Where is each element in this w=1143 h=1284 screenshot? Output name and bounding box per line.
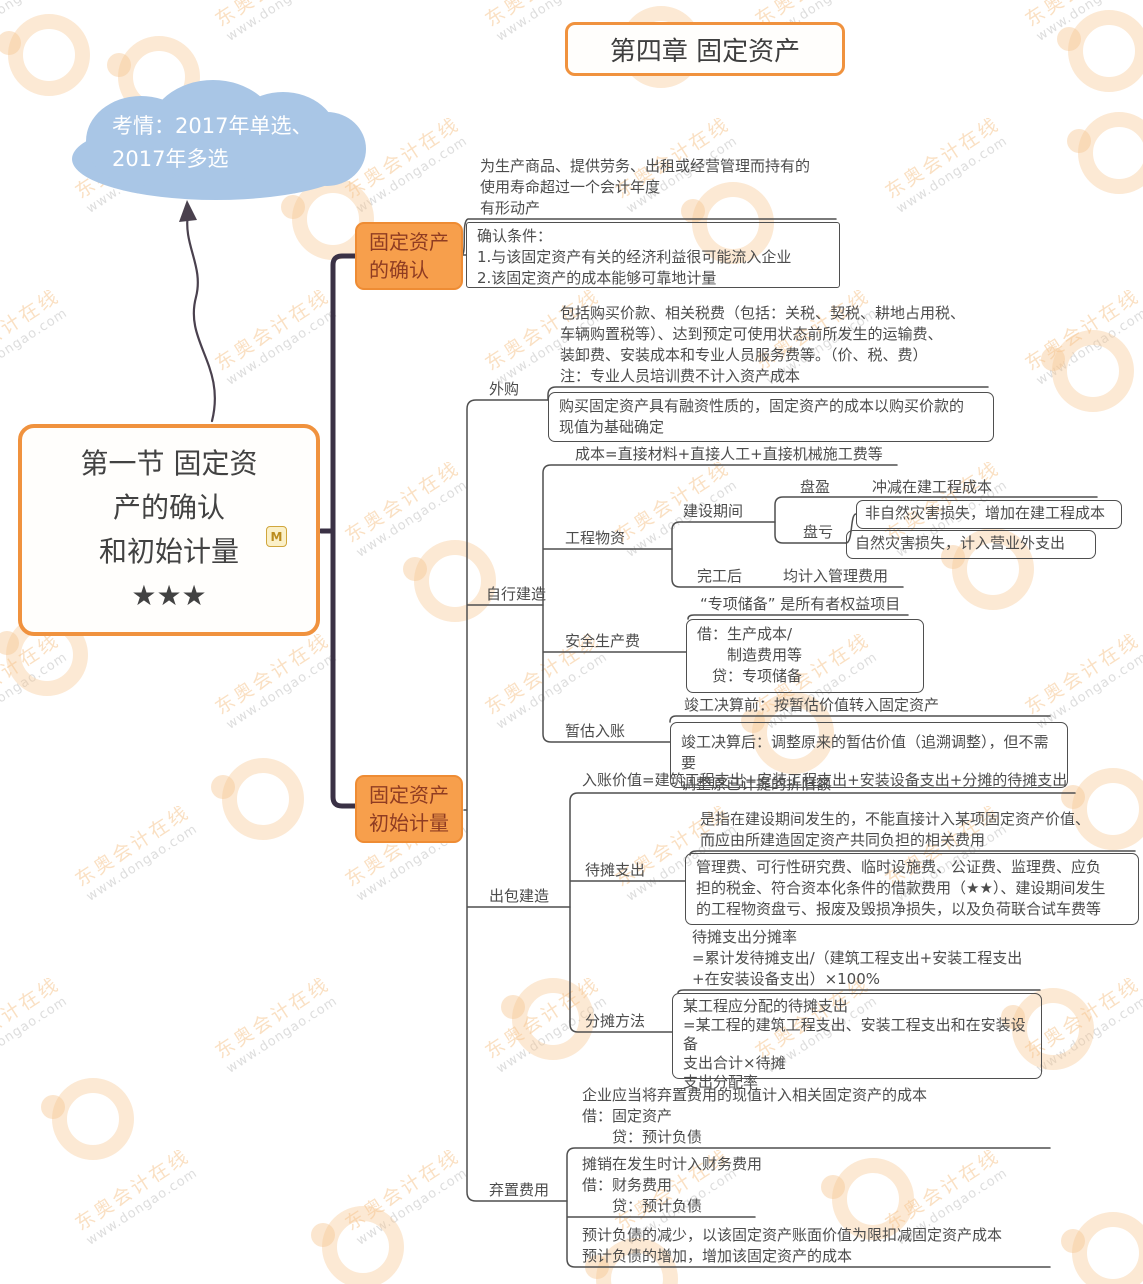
topic-initial-measurement[interactable]: 固定资产 初始计量: [355, 775, 463, 843]
topic-disposal-cost[interactable]: 弃置费用: [489, 1181, 550, 1199]
topic-inventory-deficit[interactable]: 盘亏: [803, 523, 834, 541]
topic-recognition[interactable]: 固定资产 的确认: [355, 222, 463, 290]
recognition-conditions[interactable]: 确认条件： 1.与该固定资产有关的经济利益很可能流入企业 2.该固定资产的成本能…: [466, 222, 840, 288]
allocation-rate[interactable]: 待摊支出分摊率 =累计发待摊支出/（建筑工程支出+安装工程支出 +在安装设备支出…: [692, 928, 1023, 988]
topic-purchase[interactable]: 外购: [489, 380, 520, 398]
safety-fee-entry[interactable]: 借：生产成本/ 制造费用等 贷：专项储备: [686, 619, 924, 693]
allocation-amount[interactable]: 某工程应分配的待摊支出 =某工程的建筑工程支出、安装工程支出和在安装设备 支出合…: [672, 993, 1042, 1091]
topic-inventory-surplus[interactable]: 盘盈: [800, 478, 831, 496]
provisional-after[interactable]: 竣工决算后：调整原来的暂估价值（追溯调整），但不需要 调整原已计提的折旧额: [670, 722, 1068, 793]
topic-allocation-method[interactable]: 分摊方法: [585, 1012, 646, 1030]
topic-outsourced[interactable]: 出包建造: [489, 887, 550, 905]
deficit-non-natural[interactable]: 非自然灾害损失，增加在建工程成本: [856, 500, 1122, 529]
inventory-surplus-result[interactable]: 冲减在建工程成本: [872, 478, 993, 496]
recognition-definition[interactable]: 为生产商品、提供劳务、出租或经营管理而持有的 使用寿命超过一个会计年度 有形动产: [480, 157, 811, 217]
topic-provisional[interactable]: 暂估入账: [565, 722, 626, 740]
section-title-node[interactable]: 第一节 固定资 产的确认 和初始计量 ★★★ M: [18, 424, 320, 636]
cloud-arrow-line: [186, 212, 216, 423]
marker-badge: M: [266, 526, 287, 547]
disposal-initial[interactable]: 企业应当将弃置费用的现值计入相关固定资产的成本 借：固定资产 贷：预计负债: [582, 1086, 928, 1146]
exam-note-cloud[interactable]: 考情：2017年单选、 2017年多选: [60, 78, 370, 210]
purchase-financing[interactable]: 购买固定资产具有融资性质的，固定资产的成本以购买价款的 现值为基础确定: [548, 392, 994, 442]
provisional-before[interactable]: 竣工决算前：按暂估价值转入固定资产: [684, 696, 940, 714]
deferred-definition[interactable]: 是指在建设期间发生的，不能直接计入某项固定资产价值、 而应由所建造固定资产共同负…: [700, 810, 1091, 849]
deferred-scope[interactable]: 管理费、可行性研究费、临时设施费、公证费、监理费、应负 担的税金、符合资本化条件…: [685, 853, 1139, 925]
chapter-title: 第四章 固定资产: [609, 36, 801, 67]
topic-after-completion[interactable]: 完工后: [697, 567, 743, 585]
topic-deferred-expense[interactable]: 待摊支出: [585, 861, 646, 879]
topic-safety-fee[interactable]: 安全生产费: [565, 632, 641, 650]
topic-self-construction[interactable]: 自行建造: [486, 585, 547, 603]
self-construction-cost-formula[interactable]: 成本=直接材料+直接人工+直接机械施工费等: [575, 445, 883, 463]
section-title: 第一节 固定资 产的确认 和初始计量 ★★★: [80, 447, 258, 612]
main-bracket-line: [318, 253, 358, 809]
safety-fee-note[interactable]: “专项储备” 是所有者权益项目: [700, 595, 901, 613]
cloud-arrow-head: [179, 200, 197, 222]
outsourced-value-formula[interactable]: 入账价值=建筑工程支出+安装工程支出+安装设备支出+分摊的待摊支出: [582, 771, 1068, 789]
disposal-changes[interactable]: 预计负债的减少，以该固定资产账面价值为限扣减固定资产成本 预计负债的增加，增加该…: [582, 1226, 1003, 1265]
purchase-cost-includes[interactable]: 包括购买价款、相关税费（包括：关税、契税、耕地占用税、 车辆购置税等）、达到预定…: [560, 304, 966, 385]
chapter-title-node[interactable]: 第四章 固定资产: [565, 22, 845, 76]
exam-note-text: 考情：2017年单选、 2017年多选: [112, 114, 313, 171]
cloud-shape: [288, 112, 366, 186]
topic-construction-period[interactable]: 建设期间: [683, 502, 744, 520]
disposal-amortization[interactable]: 摊销在发生时计入财务费用 借：财务费用 贷：预计负债: [582, 1155, 763, 1215]
after-completion-result[interactable]: 均计入管理费用: [783, 567, 889, 585]
topic-engineering-materials[interactable]: 工程物资: [565, 529, 626, 547]
deficit-natural[interactable]: 自然灾害损失，计入营业外支出: [846, 530, 1096, 559]
